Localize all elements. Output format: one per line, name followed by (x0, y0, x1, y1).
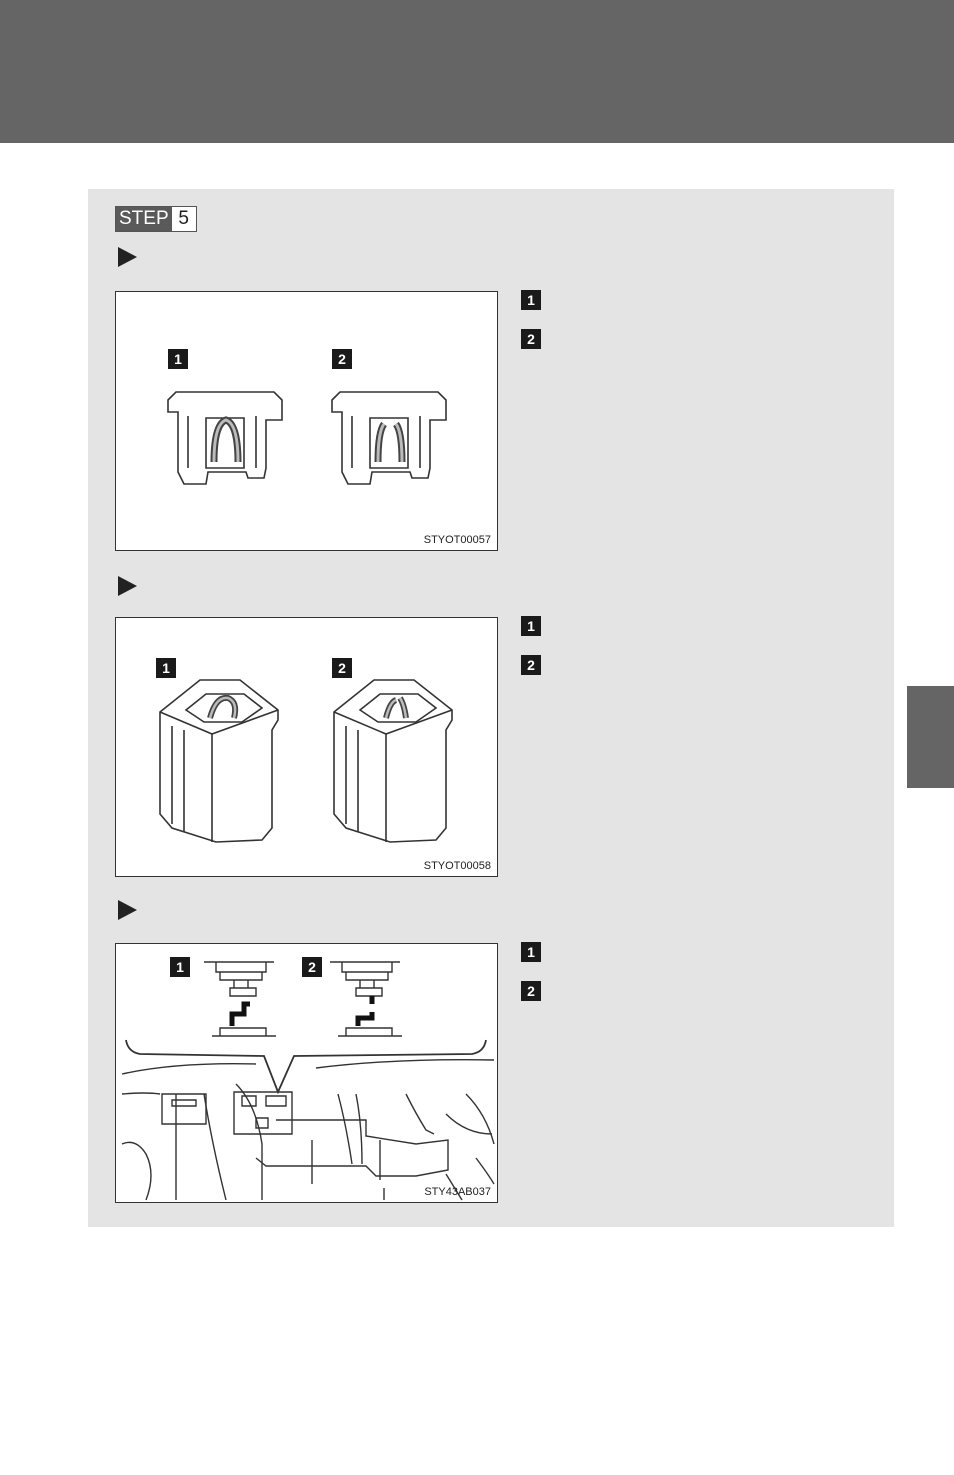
cartridge-fuse-illustration (159, 679, 453, 843)
blade-fuse-illustration (167, 391, 447, 485)
step-label: STEP (116, 207, 172, 231)
callout-1: 1 (170, 957, 190, 977)
callout-2: 2 (332, 658, 352, 678)
legend-number-1: 1 (521, 616, 541, 636)
legend-number-2: 2 (521, 655, 541, 675)
legend-number-2: 2 (521, 981, 541, 1001)
figure-code: STYOT00058 (423, 860, 491, 872)
figure-code: STY43AB037 (424, 1186, 491, 1198)
callout-1: 1 (168, 349, 188, 369)
cartridge-fuse-figure: 1 2 STYOT00058 (115, 617, 498, 877)
fusible-link-figure: 1 2 STY43AB037 (115, 943, 498, 1203)
blade-fuse-figure: 1 2 STYOT00057 (115, 291, 498, 551)
legend-number-1: 1 (521, 290, 541, 310)
section-tab (907, 686, 954, 788)
triangle-right-icon (118, 576, 137, 596)
triangle-right-icon (118, 247, 137, 267)
fusible-link-illustration (121, 961, 495, 1201)
callout-1: 1 (156, 658, 176, 678)
step-badge: STEP 5 (115, 206, 197, 232)
step-number: 5 (171, 207, 196, 231)
callout-2: 2 (302, 957, 322, 977)
header-band (0, 0, 954, 143)
triangle-right-icon (118, 900, 137, 920)
callout-2: 2 (332, 349, 352, 369)
legend-number-2: 2 (521, 329, 541, 349)
figure-code: STYOT00057 (423, 534, 491, 546)
legend-number-1: 1 (521, 942, 541, 962)
